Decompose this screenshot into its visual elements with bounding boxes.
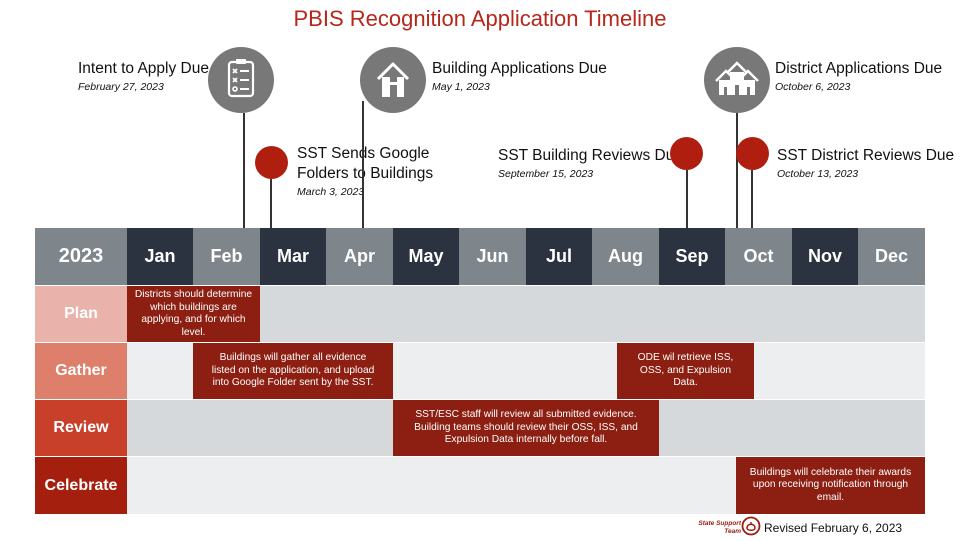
- month-apr: Apr: [326, 228, 393, 285]
- month-jan: Jan: [127, 228, 193, 285]
- milestone-sst-district-reviews-title: SST District Reviews Due: [777, 147, 955, 164]
- milestone-district-apps-date: October 6, 2023: [775, 81, 851, 93]
- milestone-intent-date: February 27, 2023: [78, 81, 164, 93]
- month-sep: Sep: [659, 228, 725, 285]
- milestone-district-apps-title: District Applications Due: [775, 60, 943, 77]
- task-gather-ode: ODE wil retrieve ISS, OSS, and Expulsion…: [617, 343, 754, 399]
- milestone-intent-line: [243, 113, 245, 228]
- task-gather-buildings: Buildings will gather all evidence liste…: [193, 343, 393, 399]
- month-jun: Jun: [459, 228, 526, 285]
- milestone-sst-folders-title-2: Folders to Buildings: [297, 165, 434, 182]
- year-header: 2023: [35, 228, 127, 285]
- logo-line-2: Team: [724, 528, 741, 535]
- month-may: May: [393, 228, 459, 285]
- month-dec: Dec: [858, 228, 925, 285]
- milestone-sst-district-reviews-line: [751, 170, 753, 228]
- row-label-plan: Plan: [35, 286, 127, 342]
- row-label-gather: Gather: [35, 343, 127, 399]
- milestone-sst-district-reviews-date: October 13, 2023: [777, 168, 859, 180]
- milestone-sst-district-reviews-marker: [736, 137, 769, 170]
- houses-icon: [704, 47, 770, 113]
- logo-line-1: State Support: [698, 520, 741, 527]
- milestone-sst-building-reviews-title: SST Building Reviews Due: [498, 147, 683, 164]
- month-mar: Mar: [260, 228, 326, 285]
- milestone-building-apps-title: Building Applications Due: [432, 60, 607, 77]
- milestone-sst-building-reviews-marker: [670, 137, 703, 170]
- house-icon: [360, 47, 426, 113]
- task-review: SST/ESC staff will review all submitted …: [393, 400, 659, 456]
- revised-date: Revised February 6, 2023: [764, 521, 903, 535]
- milestone-district-apps-line: [736, 113, 738, 228]
- row-label-celebrate: Celebrate: [35, 457, 127, 514]
- task-plan: Districts should determine which buildin…: [127, 286, 260, 342]
- milestone-intent-title: Intent to Apply Due: [78, 60, 209, 77]
- row-label-review: Review: [35, 400, 127, 456]
- milestone-sst-folders-date: March 3, 2023: [297, 186, 365, 198]
- checklist-icon: [208, 47, 274, 113]
- milestone-sst-folders-marker: [255, 146, 288, 179]
- month-jul: Jul: [526, 228, 592, 285]
- milestone-sst-building-reviews-line: [686, 170, 688, 228]
- month-aug: Aug: [592, 228, 659, 285]
- row-band-plan: [127, 286, 925, 342]
- state-support-logo-icon: [741, 516, 761, 536]
- milestone-sst-folders-line: [270, 179, 272, 228]
- month-feb: Feb: [193, 228, 260, 285]
- milestone-sst-building-reviews-date: September 15, 2023: [498, 168, 594, 180]
- task-celebrate: Buildings will celebrate their awards up…: [736, 457, 925, 514]
- page-title: PBIS Recognition Application Timeline: [293, 6, 667, 31]
- month-nov: Nov: [792, 228, 858, 285]
- state-support-logo-text: State Support Team: [697, 520, 741, 536]
- month-oct: Oct: [725, 228, 792, 285]
- milestone-building-apps-line: [362, 101, 364, 228]
- milestone-building-apps-date: May 1, 2023: [432, 81, 490, 93]
